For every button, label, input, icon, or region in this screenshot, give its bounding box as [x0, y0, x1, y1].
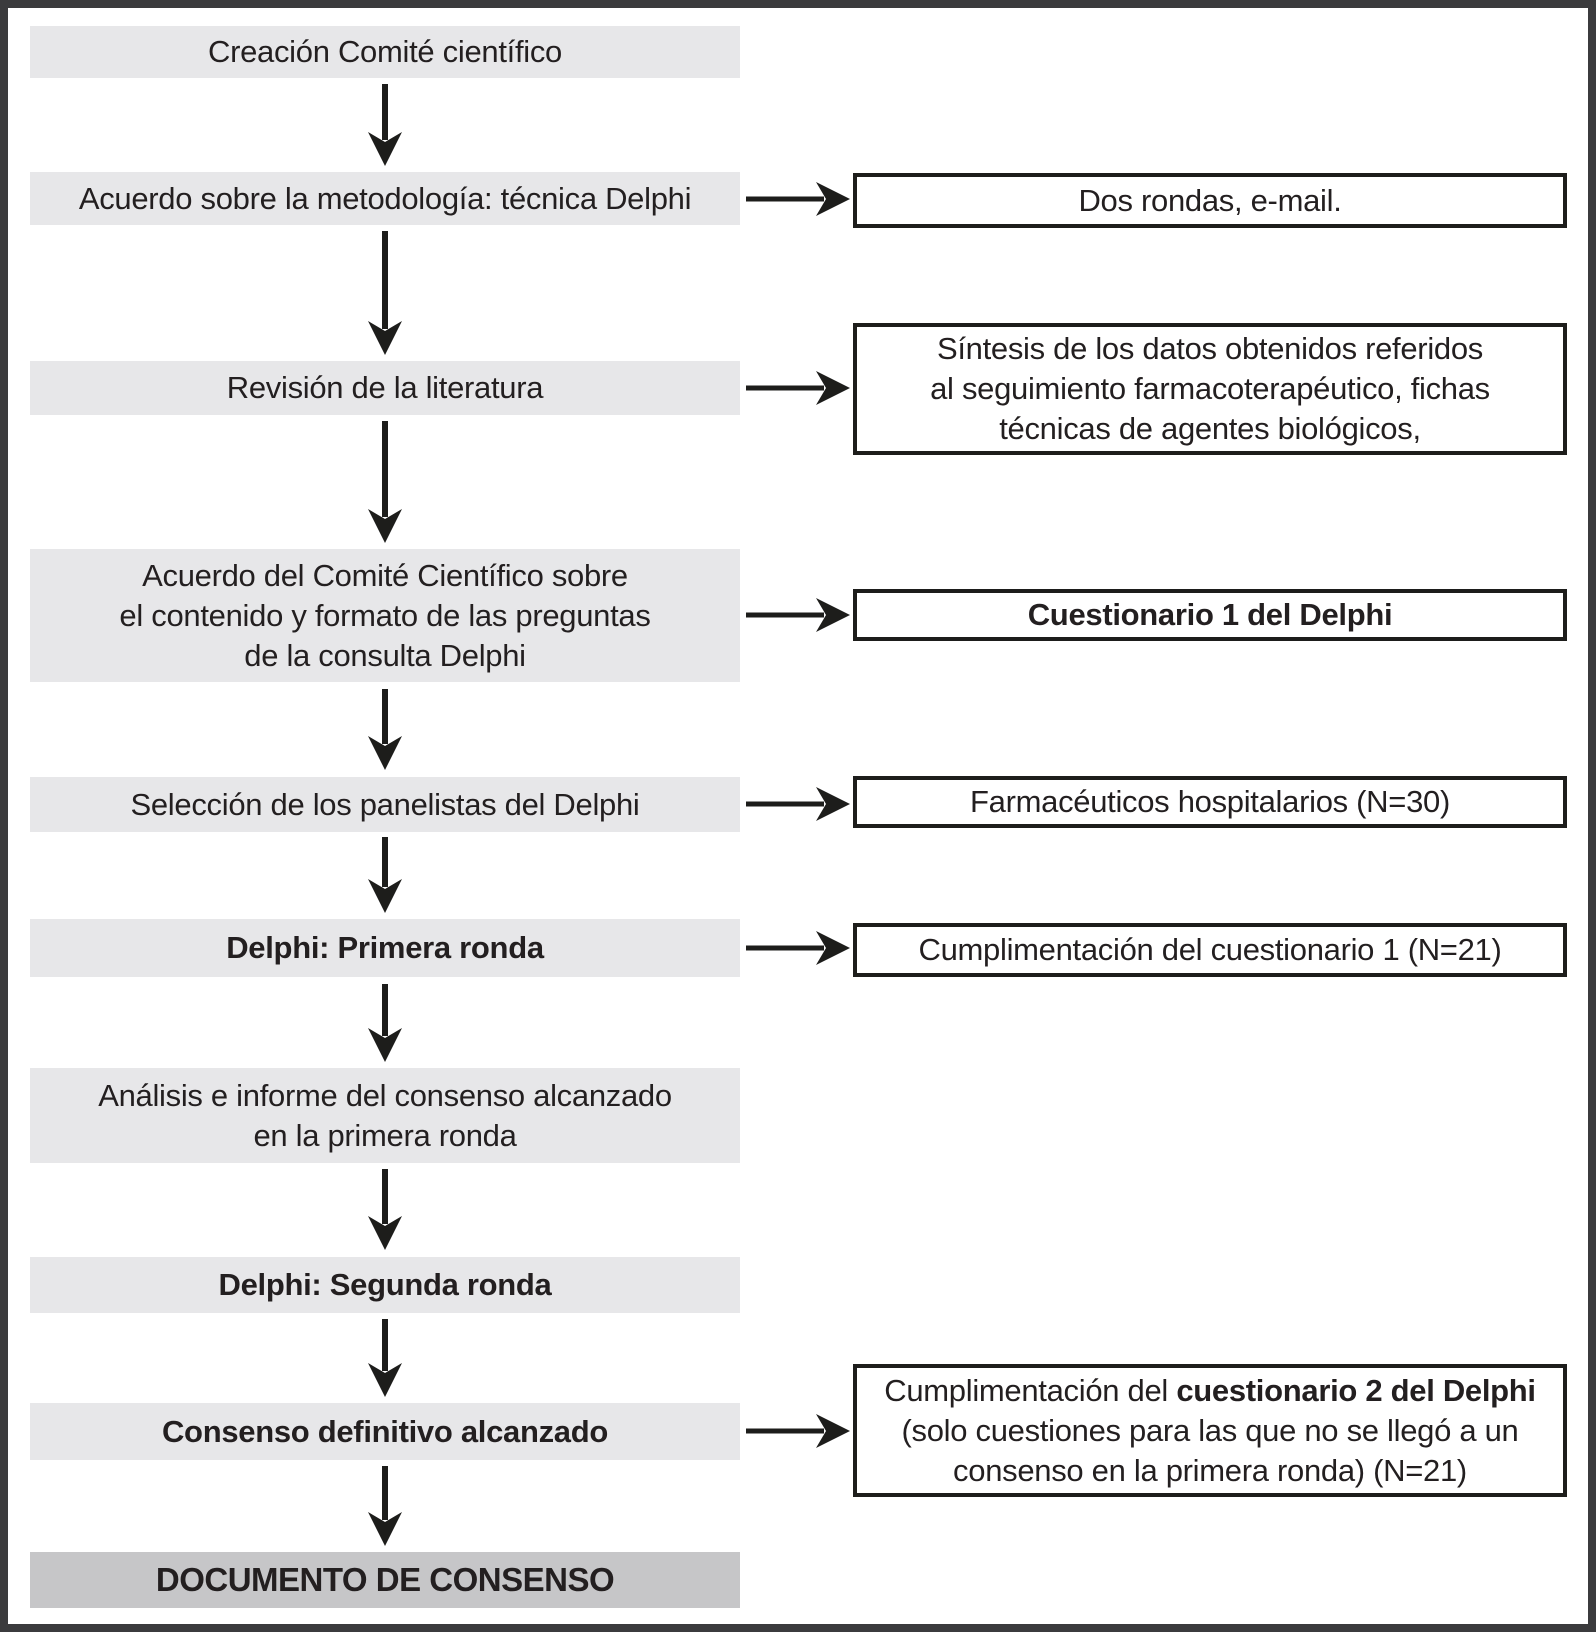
annotation-box-farmaceuticos: Farmacéuticos hospitalarios (N=30): [853, 776, 1567, 828]
step-box-delphi-segunda-ronda: Delphi: Segunda ronda: [30, 1257, 740, 1313]
step-box-revision-literatura: Revisión de la literatura: [30, 361, 740, 415]
annotation-label-regular: Cumplimentación del: [884, 1372, 1177, 1408]
annotation-label-line: (solo cuestiones para las que no se lleg…: [901, 1412, 1519, 1448]
step-label-line: Acuerdo del Comité Científico sobre: [142, 557, 628, 593]
step-label: Revisión de la literatura: [226, 370, 544, 405]
annotation-label-bold: cuestionario 2 del Delphi: [1176, 1372, 1536, 1408]
annotation-box-cumplimentacion-2: Cumplimentación del cuestionario 2 del D…: [853, 1364, 1567, 1497]
step-box-analisis-informe: Análisis e informe del consenso alcanzad…: [30, 1068, 740, 1163]
step-label: Acuerdo sobre la metodología: técnica De…: [78, 180, 692, 216]
step-label: Creación Comité científico: [207, 34, 562, 69]
annotation-label: Dos rondas, e-mail.: [1078, 182, 1342, 218]
step-box-acuerdo-contenido: Acuerdo del Comité Científico sobre el c…: [30, 549, 740, 682]
annotation-label: Cuestionario 1 del Delphi: [1027, 597, 1393, 632]
step-box-seleccion-panelistas: Selección de los panelistas del Delphi: [30, 777, 740, 832]
annotation-label-line: técnicas de agentes biológicos,: [999, 411, 1421, 446]
annotation-label-line: Síntesis de los datos obtenidos referido…: [936, 331, 1484, 366]
annotation-label: Farmacéuticos hospitalarios (N=30): [970, 784, 1450, 819]
step-label: Consenso definitivo alcanzado: [161, 1413, 609, 1449]
step-box-documento-consenso: DOCUMENTO DE CONSENSO: [30, 1552, 740, 1608]
step-label: DOCUMENTO DE CONSENSO: [155, 1561, 615, 1598]
step-label: Delphi: Segunda ronda: [218, 1267, 552, 1302]
step-label: Selección de los panelistas del Delphi: [130, 786, 640, 822]
arrow-right-icon: [746, 182, 850, 1448]
annotation-box-sintesis-datos: Síntesis de los datos obtenidos referido…: [853, 323, 1567, 455]
annotation-label: Cumplimentación del cuestionario 1 (N=21…: [918, 932, 1502, 967]
step-label-line: en la primera ronda: [253, 1117, 517, 1153]
step-label: Delphi: Primera ronda: [226, 930, 544, 965]
step-box-delphi-primera-ronda: Delphi: Primera ronda: [30, 919, 740, 977]
step-box-consenso-definitivo: Consenso definitivo alcanzado: [30, 1403, 740, 1460]
step-box-acuerdo-metodologia: Acuerdo sobre la metodología: técnica De…: [30, 172, 740, 225]
arrow-down-icon: [368, 84, 402, 1546]
step-box-creacion-comite: Creación Comité científico: [30, 26, 740, 78]
step-label-line: el contenido y formato de las preguntas: [119, 597, 651, 633]
annotation-label-line: al seguimiento farmacoterapéutico, ficha…: [930, 371, 1490, 406]
annotation-box-dos-rondas: Dos rondas, e-mail.: [853, 173, 1567, 228]
annotation-label-line: consenso en la primera ronda) (N=21): [953, 1452, 1467, 1488]
step-label-line: Análisis e informe del consenso alcanzad…: [98, 1077, 672, 1113]
annotation-box-cuestionario-1: Cuestionario 1 del Delphi: [853, 589, 1567, 641]
annotation-label-line: Cumplimentación del cuestionario 2 del D…: [884, 1371, 1536, 1411]
annotation-box-cumplimentacion-1: Cumplimentación del cuestionario 1 (N=21…: [853, 923, 1567, 977]
step-label-line: de la consulta Delphi: [244, 637, 526, 673]
